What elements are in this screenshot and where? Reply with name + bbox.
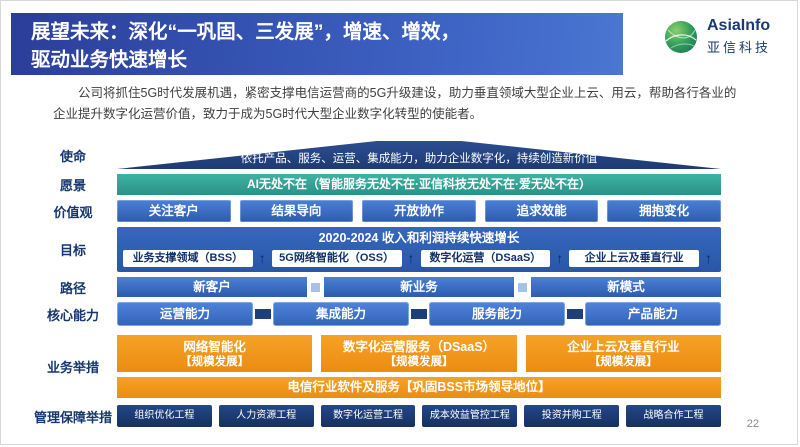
- row-mission: 使命 依托产品、服务、运营、集成能力，助力企业数字化，持续创造新价值: [29, 141, 721, 169]
- logo-brand-cn: 亚信科技: [706, 40, 771, 55]
- path-box: 新业务: [324, 277, 514, 297]
- goal-box: 数字化运营（DSaaS）: [420, 250, 551, 267]
- logo-brand-en: AsiaInfo: [706, 17, 771, 34]
- initiative-box: 数字化运营服务（DSaaS） 【规模发展】: [321, 335, 517, 372]
- vision-bar: AI无处不在（智能服务无处不在·亚信科技无处不在·爱无处不在）: [117, 174, 721, 195]
- row-label-paths: 路径: [59, 280, 86, 296]
- row-label-initiatives: 业务举措: [46, 360, 99, 375]
- title-line-1: 展望未来：深化“一巩固、三发展”，增速、增效，: [31, 21, 461, 43]
- goal-box: 5G网络智能化（OSS）: [271, 250, 402, 267]
- initiative-title: 数字化运营服务（DSaaS）: [342, 340, 496, 354]
- row-label-goals: 目标: [59, 243, 86, 258]
- management-box: 投资并购工程: [524, 405, 620, 427]
- management-box: 组织优化工程: [117, 405, 212, 427]
- connector: [411, 309, 427, 319]
- strategy-diagram: 使命 依托产品、服务、运营、集成能力，助力企业数字化，持续创造新价值 愿景 AI…: [29, 141, 721, 432]
- goals-headline: 2020-2024 收入和利润持续快速增长: [318, 231, 520, 245]
- goals-items: 业务支撑领域（BSS） ↑ 5G网络智能化（OSS） ↑ 数字化运营（DSaaS…: [123, 250, 715, 267]
- goal-box: 企业上云及垂直行业: [569, 250, 699, 267]
- capability-box: 服务能力: [429, 302, 565, 326]
- row-initiatives: 业务举措 网络智能化 【规模发展】 数字化运营服务（DSaaS） 【规模发展】 …: [29, 335, 721, 398]
- value-box: 结果导向: [239, 200, 354, 222]
- path-box: 新客户: [117, 277, 307, 297]
- row-label-values: 价值观: [53, 204, 93, 220]
- up-arrow-icon: ↑: [407, 250, 415, 266]
- capability-box: 产品能力: [585, 302, 721, 326]
- initiative-title: 企业上云及垂直行业: [567, 340, 680, 354]
- up-arrow-icon: ↑: [705, 250, 712, 266]
- up-arrow-icon: ↑: [258, 250, 266, 266]
- connector: [311, 282, 320, 292]
- slide-title-banner: 展望未来：深化“一巩固、三发展”，增速、增效， 驱动业务快速增长: [11, 13, 623, 75]
- title-line-2: 驱动业务快速增长: [31, 49, 188, 72]
- path-box: 新模式: [531, 277, 721, 297]
- value-box: 关注客户: [117, 200, 231, 222]
- management-box: 成本效益管控工程: [422, 405, 518, 427]
- connector: [255, 309, 271, 319]
- row-goals: 目标 2020-2024 收入和利润持续快速增长 业务支撑领域（BSS） ↑ 5…: [29, 227, 721, 272]
- row-label-capabilities: 核心能力: [46, 307, 99, 323]
- capability-box: 运营能力: [117, 302, 253, 326]
- connector: [567, 309, 583, 319]
- row-label-mission: 使命: [59, 148, 86, 164]
- value-box: 追求效能: [484, 200, 599, 222]
- up-arrow-icon: ↑: [556, 250, 564, 266]
- initiative-boxes: 网络智能化 【规模发展】 数字化运营服务（DSaaS） 【规模发展】 企业上云及…: [117, 335, 721, 372]
- page-number: 22: [746, 418, 759, 430]
- asiainfo-logo: AsiaInfo 亚信科技: [663, 17, 771, 56]
- initiative-title: 网络智能化: [183, 340, 246, 354]
- row-values: 价值观 关注客户 结果导向 开放协作 追求效能 拥抱变化: [29, 200, 721, 222]
- logo-globe-icon: [664, 20, 697, 53]
- value-box: 拥抱变化: [607, 200, 721, 222]
- management-box: 数字化运营工程: [320, 405, 416, 427]
- row-label-management: 管理保障举措: [33, 409, 112, 425]
- logo-text: AsiaInfo 亚信科技: [707, 17, 771, 56]
- goal-box: 业务支撑领域（BSS）: [123, 250, 253, 267]
- value-box: 开放协作: [362, 200, 476, 222]
- row-paths: 路径 新客户 新业务 新模式: [29, 277, 721, 297]
- initiative-box: 企业上云及垂直行业 【规模发展】: [525, 335, 721, 372]
- row-capabilities: 核心能力 运营能力 集成能力 服务能力 产品能力: [29, 302, 721, 326]
- initiative-box: 网络智能化 【规模发展】: [117, 335, 313, 372]
- initiative-subtitle: 【规模发展】: [384, 356, 454, 368]
- intro-paragraph: 公司将抓住5G时代发展机遇，紧密支撑电信运营商的5G升级建设，助力垂直领域大型企…: [53, 86, 737, 121]
- initiative-subtitle: 【规模发展】: [588, 356, 658, 368]
- connector: [518, 282, 527, 292]
- goals-panel: 2020-2024 收入和利润持续快速增长 业务支撑领域（BSS） ↑ 5G网络…: [117, 227, 721, 272]
- initiative-bar: 电信行业软件及服务【巩固BSS市场领导地位】: [117, 377, 721, 398]
- management-box: 战略合作工程: [626, 405, 721, 427]
- row-label-vision: 愿景: [59, 178, 86, 193]
- mission-banner: 依托产品、服务、运营、集成能力，助力企业数字化，持续创造新价值: [117, 141, 721, 169]
- capability-box: 集成能力: [273, 302, 409, 326]
- initiative-subtitle: 【规模发展】: [180, 356, 250, 368]
- row-vision: 愿景 AI无处不在（智能服务无处不在·亚信科技无处不在·爱无处不在）: [29, 174, 721, 195]
- mission-text: 依托产品、服务、运营、集成能力，助力企业数字化，持续创造新价值: [240, 153, 598, 165]
- management-box: 人力资源工程: [218, 405, 314, 427]
- row-management: 管理保障举措 组织优化工程 人力资源工程 数字化运营工程 成本效益管控工程 投资…: [29, 405, 721, 427]
